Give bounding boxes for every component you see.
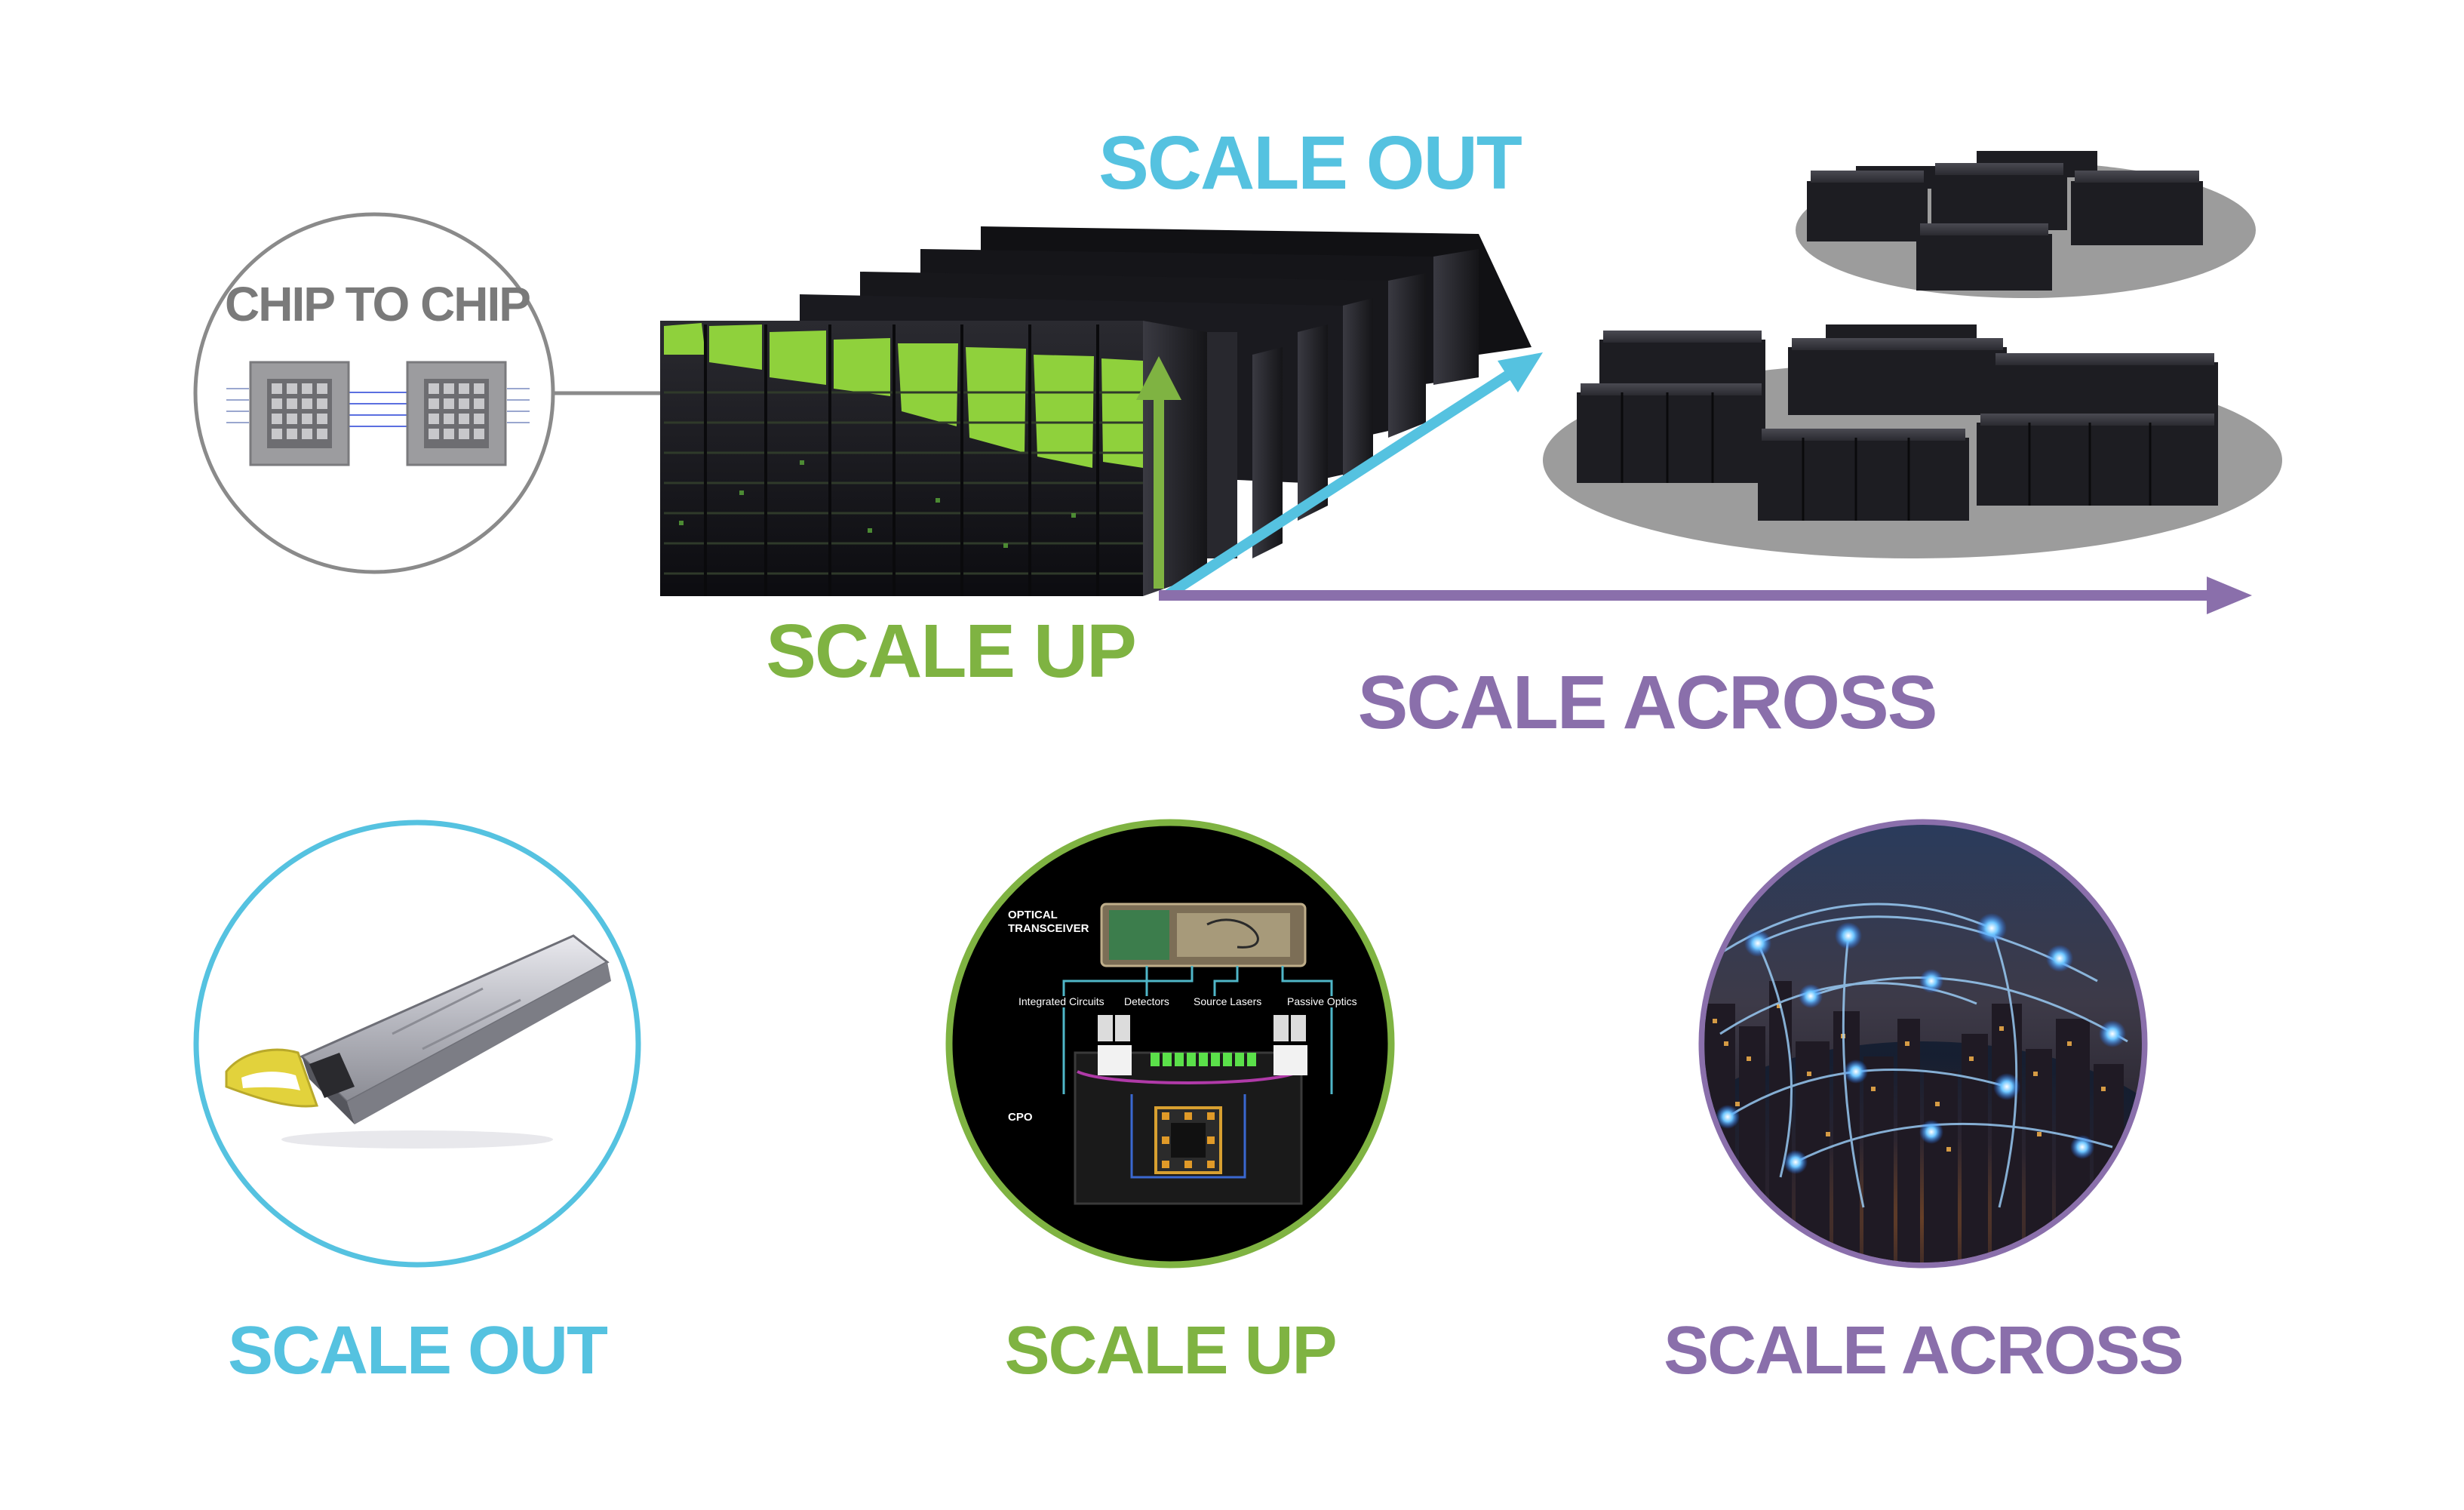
scale-out-circle — [193, 820, 641, 1268]
source-lasers-label: Source Lasers — [1194, 995, 1261, 1007]
data-center-rack-icon — [660, 226, 1532, 596]
integrated-circuits-label: Integrated Circuits — [1018, 995, 1104, 1007]
scale-up-bottom-label: SCALE UP — [1004, 1313, 1335, 1389]
scale-up-circle: OPTICAL TRANSCEIVER Integrated Circuits … — [945, 819, 1395, 1269]
scale-across-bottom-label: SCALE ACROSS — [1664, 1313, 2183, 1389]
scale-up-arrow — [1136, 356, 1181, 589]
chip-icon — [406, 361, 507, 466]
data-center-cluster-icon — [1543, 151, 2282, 558]
scale-across-arrow — [1159, 577, 2252, 614]
chip-icon — [249, 361, 350, 466]
optical-transceiver-label-line1: OPTICAL — [1008, 909, 1058, 921]
passive-optics-label: Passive Optics — [1287, 995, 1357, 1007]
scale-across-top-label: SCALE ACROSS — [1358, 660, 1937, 745]
scale-out-bottom-label: SCALE OUT — [228, 1313, 608, 1389]
chip-to-chip-callout: CHIP TO CHIP — [193, 212, 872, 574]
transceiver-icon — [225, 934, 611, 1149]
scale-out-arrow — [1163, 352, 1543, 601]
optical-transceiver-label-line2: TRANSCEIVER — [1008, 922, 1089, 935]
cpo-diagram-icon: OPTICAL TRANSCEIVER Integrated Circuits … — [1008, 903, 1357, 1205]
scale-out-top-label: SCALE OUT — [1098, 121, 1522, 205]
scale-up-top-label: SCALE UP — [766, 609, 1135, 693]
interconnect-lines — [226, 388, 530, 427]
detectors-label: Detectors — [1124, 995, 1169, 1007]
cpo-label: CPO — [1008, 1111, 1033, 1124]
scale-across-circle — [1698, 819, 2148, 1269]
chip-to-chip-label: CHIP TO CHIP — [225, 277, 530, 331]
city-network-icon — [1704, 825, 2142, 1262]
